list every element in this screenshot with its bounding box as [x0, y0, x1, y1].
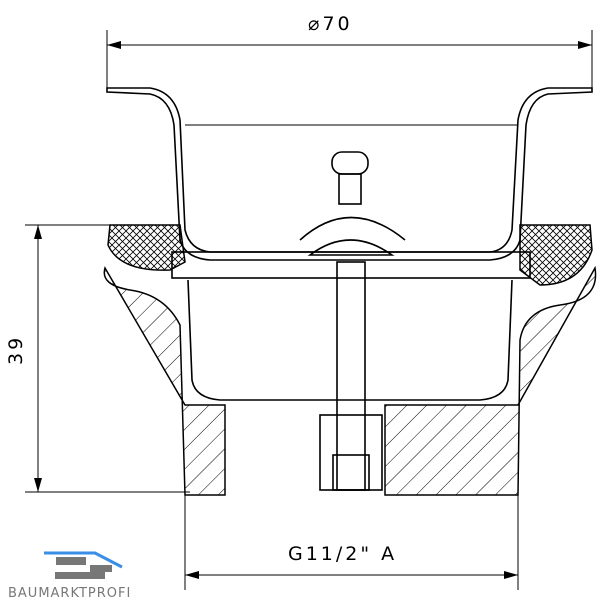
rubber-seal [107, 224, 593, 286]
diameter-label: ⌀70 [308, 13, 353, 35]
thread-dimension [184, 495, 519, 590]
knob [331, 151, 369, 175]
baumarktprofi-logo [44, 551, 123, 579]
logo-text: BAUMARKTPROFI [8, 586, 131, 600]
plug-stem [299, 151, 406, 491]
drain-body [103, 265, 597, 496]
thread-label: G11/2" A [288, 543, 397, 565]
height-label: 39 [5, 335, 27, 365]
diameter-dimension [106, 30, 593, 88]
sealing-plate [171, 251, 531, 279]
height-dimension [25, 224, 190, 493]
